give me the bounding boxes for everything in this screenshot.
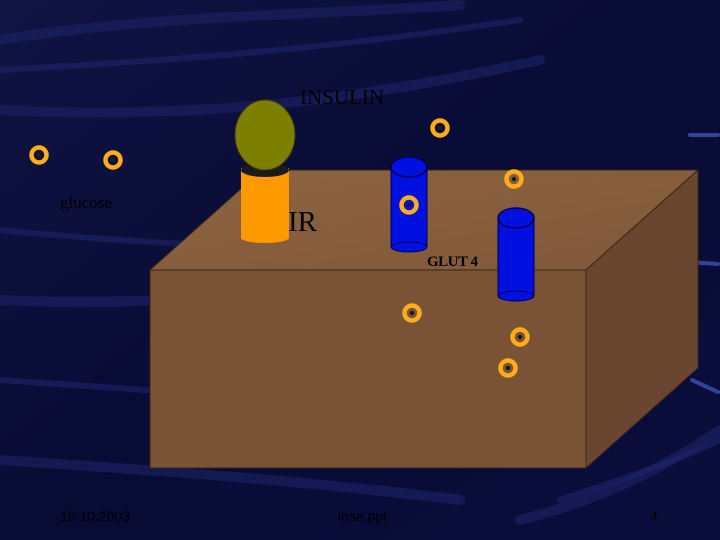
insulin-molecule-icon	[234, 99, 296, 171]
cell-front-face	[149, 269, 587, 469]
glucose-molecule-icon	[498, 358, 518, 378]
glucose-molecule-icon	[510, 327, 530, 347]
glucose-label: glucose	[60, 193, 112, 212]
glucose-molecule-icon	[430, 118, 450, 138]
insulin-label: INSULIN	[300, 85, 384, 109]
glucose-molecules	[29, 118, 530, 378]
glut4-label: GLUT 4	[427, 254, 478, 270]
insulin-receptor-label: IR	[288, 206, 317, 238]
glucose-molecule-icon	[402, 303, 422, 323]
footer-page-number: 4	[650, 508, 658, 524]
glucose-molecule-icon	[504, 169, 524, 189]
glucose-molecule-icon	[29, 145, 49, 165]
glucose-molecule-icon	[399, 195, 419, 215]
glucose-molecule-icon	[103, 150, 123, 170]
footer-date: 15.10.2003	[60, 508, 131, 524]
insulin-receptor-cylinder	[241, 163, 289, 243]
footer-filename: inse.ppt	[338, 508, 388, 524]
glut4-transporter-2	[497, 207, 535, 302]
